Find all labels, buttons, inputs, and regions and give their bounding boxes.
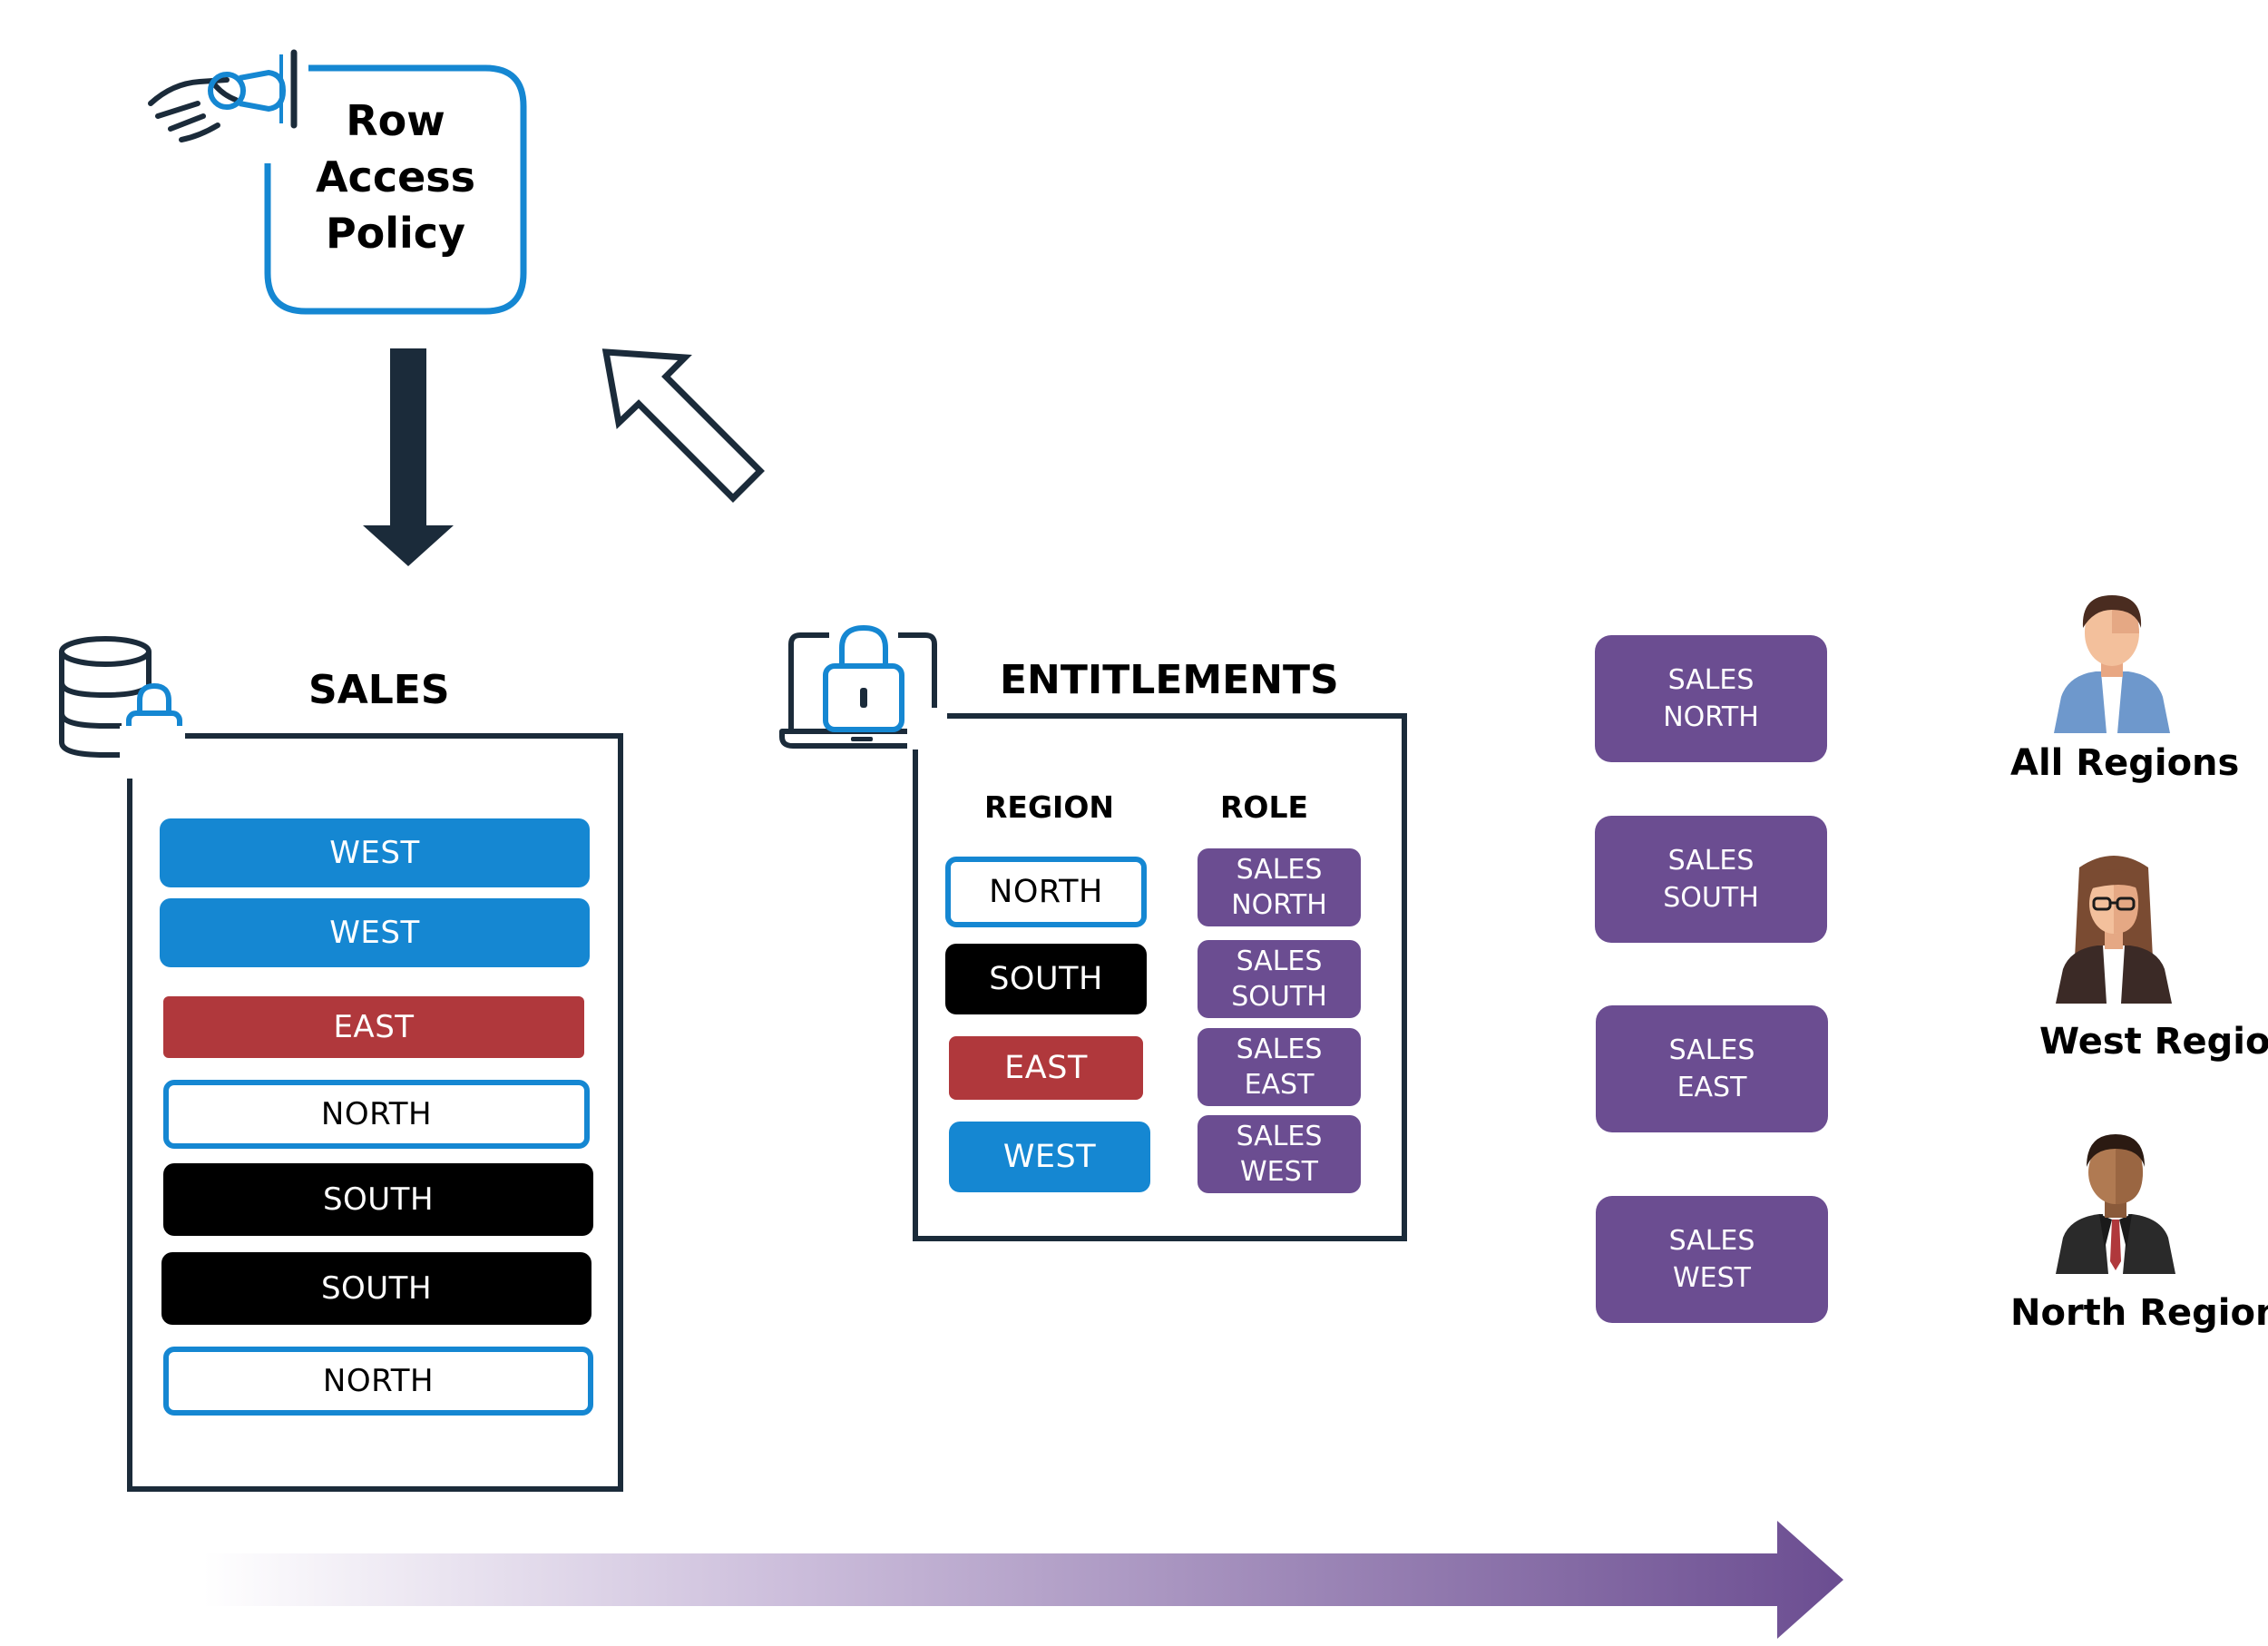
gradient-flow-arrow-icon — [203, 1521, 1843, 1639]
sales-row: WEST — [160, 898, 590, 967]
entitlements-title: ENTITLEMENTS — [1000, 657, 1339, 703]
sales-row: NORTH — [163, 1347, 593, 1416]
laptop-lock-icon — [779, 624, 946, 749]
businessman-user-icon — [2056, 1134, 2175, 1274]
role-line: SALES — [1236, 854, 1323, 886]
role-line: EAST — [1244, 1069, 1315, 1101]
region-column-header: REGION — [984, 789, 1114, 825]
role-line: SALES — [1236, 1121, 1323, 1152]
policy-box-outline — [264, 64, 527, 315]
user-label-north-region: North Region — [2010, 1292, 2268, 1334]
user-label-all-regions: All Regions — [2010, 742, 2240, 784]
policy-line-3: Policy — [325, 209, 466, 258]
role-sales-east: SALES EAST — [1596, 1005, 1828, 1132]
entitlement-region: EAST — [949, 1036, 1143, 1100]
role-line: EAST — [1677, 1072, 1747, 1103]
role-column-header: ROLE — [1220, 789, 1309, 825]
policy-line-1: Row — [346, 96, 445, 145]
role-line: SALES — [1668, 1034, 1755, 1066]
sales-title: SALES — [308, 667, 450, 713]
sales-row: SOUTH — [163, 1163, 593, 1236]
woman-user-icon — [2056, 856, 2172, 1004]
user-label-west-region: West Region — [2039, 1021, 2268, 1063]
role-line: SOUTH — [1231, 981, 1327, 1013]
role-line: WEST — [1673, 1262, 1751, 1294]
role-sales-west: SALES WEST — [1596, 1196, 1828, 1323]
entitlement-role: SALES NORTH — [1198, 848, 1361, 926]
entitlements-frame-gap — [907, 708, 947, 750]
entitlement-role: SALES SOUTH — [1198, 940, 1361, 1018]
sales-row: NORTH — [163, 1080, 590, 1149]
role-line: SOUTH — [1663, 882, 1759, 914]
role-line: SALES — [1667, 663, 1755, 696]
down-arrow-icon — [363, 348, 454, 566]
sales-row: WEST — [160, 818, 590, 887]
policy-line-2: Access — [315, 152, 476, 201]
man-user-icon — [2054, 595, 2170, 733]
sales-row: SOUTH — [161, 1252, 591, 1325]
role-line: SALES — [1236, 945, 1323, 977]
entitlement-role: SALES EAST — [1198, 1028, 1361, 1106]
entitlement-region: SOUTH — [945, 944, 1147, 1014]
sales-frame-gap — [120, 726, 185, 779]
role-sales-south: SALES SOUTH — [1595, 816, 1827, 943]
role-line: SALES — [1668, 1224, 1755, 1257]
sales-row: EAST — [163, 996, 584, 1058]
role-sales-north: SALES NORTH — [1595, 635, 1827, 762]
entitlement-role: SALES WEST — [1198, 1115, 1361, 1193]
entitlement-region: NORTH — [945, 857, 1147, 927]
diagonal-outline-arrow-icon — [601, 348, 765, 503]
role-line: SALES — [1236, 1034, 1323, 1065]
row-access-policy: Row Access Policy — [263, 64, 528, 316]
role-line: NORTH — [1231, 889, 1327, 921]
role-line: SALES — [1667, 844, 1755, 877]
role-line: NORTH — [1663, 701, 1759, 733]
entitlement-region: WEST — [949, 1122, 1150, 1192]
hand-key-icon — [148, 49, 298, 142]
role-line: WEST — [1240, 1156, 1318, 1188]
